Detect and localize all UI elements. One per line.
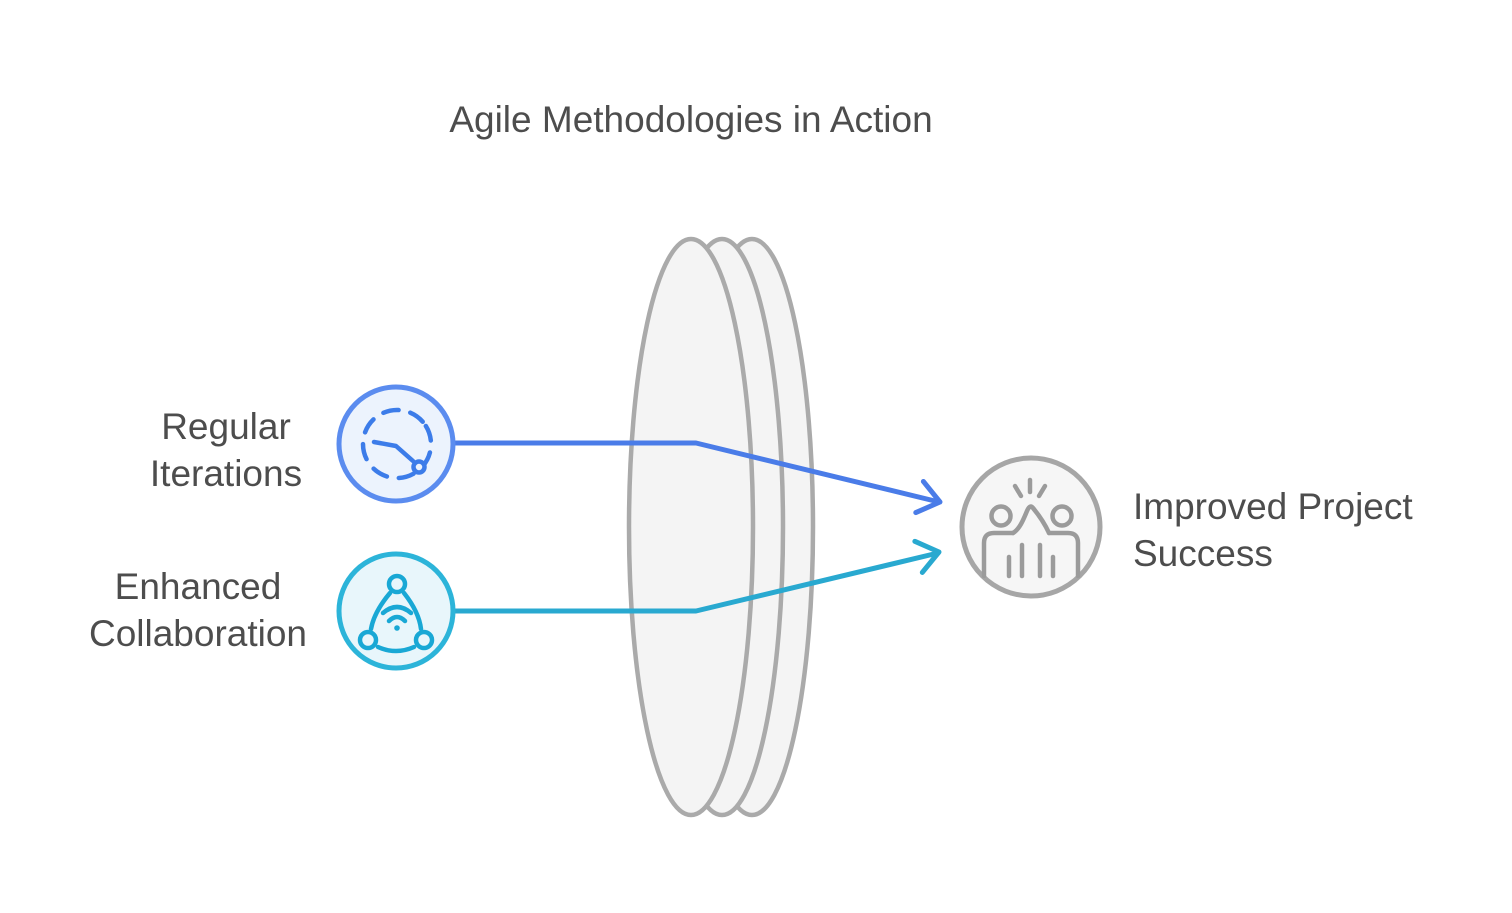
iteration-clock-icon: [360, 407, 434, 481]
node-enhanced-collaboration: [336, 551, 456, 671]
label-regular-iterations: Regular Iterations: [149, 406, 303, 494]
high-five-icon: [981, 477, 1081, 579]
label-improved-project-success: Improved Project Success: [1133, 486, 1413, 574]
node-circle: [336, 551, 456, 671]
share-network-icon: [357, 573, 435, 654]
node-improved-project-success: [959, 455, 1103, 599]
node-circle: [959, 455, 1103, 599]
lens-shape: [626, 236, 816, 818]
label-enhanced-collaboration: Enhanced Collaboration: [88, 566, 308, 654]
flow-lines: [449, 440, 943, 614]
flow-line-enhanced-collaboration: [449, 550, 941, 614]
arrowhead-icon: [912, 538, 942, 575]
page-title: Agile Methodologies in Action: [449, 99, 933, 140]
node-regular-iterations: [336, 384, 456, 504]
flow-line-regular-iterations: [449, 440, 942, 505]
arrowhead-icon: [913, 478, 943, 516]
